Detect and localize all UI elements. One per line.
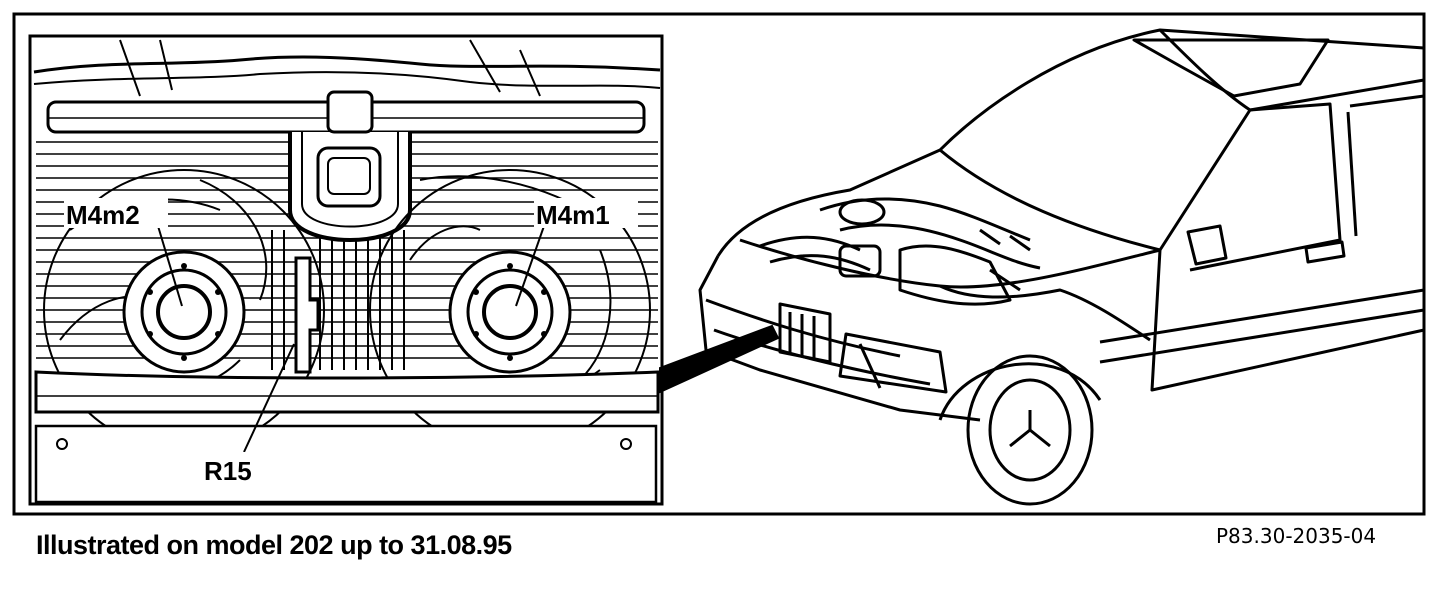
outer-frame [12,12,1426,516]
label-resistor: R15 [204,456,252,486]
leader-fan-left [157,225,183,307]
detail-inset: M4m2 M4m1 R15 [28,34,664,506]
label-fan-left: M4m2 [66,200,140,230]
car-illustration [698,28,1425,506]
figure-reference: P83.30-2035-04 [1216,524,1377,548]
inset-pointer [659,324,780,394]
label-fan-right: M4m1 [536,200,610,230]
leader-resistor [243,343,295,453]
leader-fan-right [515,225,545,307]
fan-right [369,169,651,451]
caption: Illustrated on model 202 up to 31.08.95 [36,530,512,560]
